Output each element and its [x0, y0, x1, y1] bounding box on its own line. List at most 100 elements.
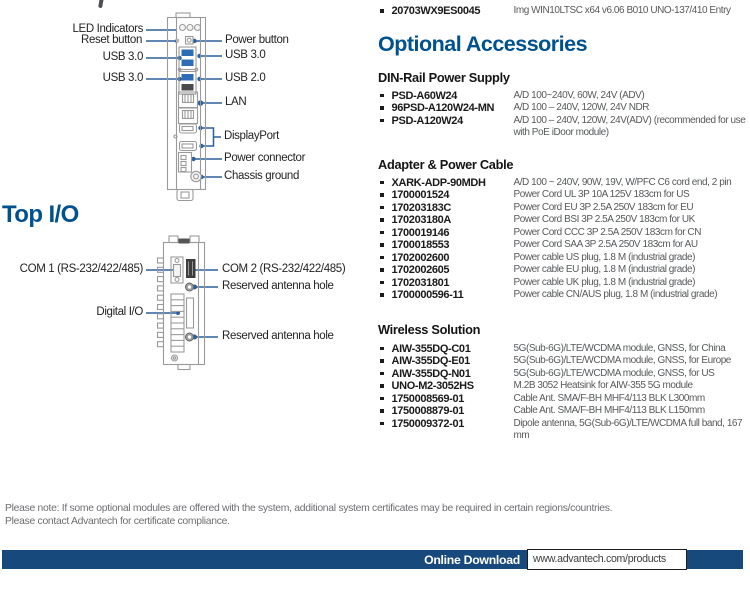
download-url-link[interactable]: www.advantech.com/products [527, 549, 687, 570]
part-number: 1700001524 [391, 189, 450, 201]
label-com1: COM 1 (RS-232/422/485) [19, 263, 144, 275]
bullet-icon [380, 193, 384, 197]
front-io-device-art [146, 12, 222, 202]
part-number: 1702031801 [391, 276, 450, 289]
label-antenna-hole-top: Reserved antenna hole [222, 280, 334, 292]
part-description: Dipole antenna, 5G(Sub-6G)/LTE/WCDMA ful… [513, 417, 743, 442]
displayport-icons [173, 123, 198, 152]
list-item: PSD-A120W24 A/D 100 – 240V, 120W, 24V(ADV… [378, 115, 746, 140]
list-item: 1750008569-01 Cable Ant. SMA/F-BH MHF4/11… [378, 393, 746, 406]
screw-left [177, 67, 182, 72]
part-number: PSD-A60W24 [391, 89, 458, 102]
part-number: 1750008879-01 [391, 405, 465, 417]
part-number: 1700000596-11 [391, 289, 464, 301]
online-download-label: Online Download [424, 552, 520, 567]
com2-connector-icon [186, 259, 196, 278]
label-usb3-left-2: USB 3.0 [102, 72, 144, 84]
led-indicators-icon [178, 23, 202, 32]
label-power-button: Power button [225, 34, 289, 46]
accessories-column: 20703WX9ES0045 Img WIN10LTSC x64 v6.06 B… [378, 5, 746, 443]
part-number: 1702002600 [391, 251, 450, 264]
reset-button-icon [175, 38, 180, 43]
part-number: 1700018553 [391, 239, 450, 251]
bullet-icon [380, 396, 384, 401]
part-number: 96PSD-A120W24-MN [391, 102, 495, 114]
part-description: Cable Ant. SMA/F-BH MHF4/113 BLK L150mm [513, 405, 706, 416]
list-item: AIW-355DQ-N01 5G(Sub-6G)/LTE/WCDMA module… [378, 368, 746, 381]
part-number: PSD-A120W24 [391, 114, 464, 127]
leader-lines [146, 29, 222, 178]
part-description: Img WIN10LTSC x64 v6.06 B010 UNO-137/410… [513, 5, 731, 16]
label-antenna-hole-bottom: Reserved antenna hole [222, 330, 334, 342]
bullet-icon [380, 118, 384, 123]
part-description: A/D 100 – 240V, 120W, 24V(ADV) (recommen… [513, 114, 746, 139]
front-io-diagram: LED Indicators Reset button USB 3.0 USB … [0, 0, 375, 205]
part-description: Power Cord EU 3P 2.5A 250V 183cm for EU [513, 201, 694, 213]
part-description: Power cable CN/AUS plug, 1.8 M (industri… [513, 289, 718, 300]
part-description: 5G(Sub-6G)/LTE/WCDMA module, GNSS, for U… [513, 367, 715, 379]
heatsink-fins [156, 257, 165, 348]
part-number: AIW-355DQ-N01 [391, 367, 471, 380]
device-body [162, 235, 206, 371]
list-item: AIW-355DQ-C01 5G(Sub-6G)/LTE/WCDMA module… [378, 343, 746, 356]
label-com2: COM 2 (RS-232/422/485) [222, 263, 346, 275]
list-item: 20703WX9ES0045 Img WIN10LTSC x64 v6.06 B… [378, 5, 746, 18]
ground-screw-icon [170, 354, 179, 362]
part-number: 1702002605 [391, 264, 450, 276]
bullet-icon [380, 409, 384, 413]
part-number: UNO-M2-3052HS [391, 380, 475, 392]
label-led-indicators: LED Indicators [72, 23, 143, 35]
list-item: 1750008879-01 Cable Ant. SMA/F-BH MHF4/11… [378, 405, 746, 418]
list-item: 1700000596-11 Power cable CN/AUS plug, 1.… [378, 289, 746, 302]
leader-lines [146, 269, 218, 338]
bullet-icon [380, 205, 384, 210]
power-connector-icon [177, 151, 193, 173]
com1-connector-icon [170, 256, 184, 284]
note-line-1: Please note: If some optional modules ar… [5, 503, 613, 514]
list-item: PSD-A60W24 A/D 100~240V, 60W, 24V (ADV) [378, 90, 746, 103]
bullet-icon [380, 371, 384, 376]
bullet-icon [380, 93, 384, 98]
part-description: A/D 100~240V, 60W, 24V (ADV) [513, 89, 645, 101]
part-number: 1750008569-01 [391, 392, 465, 405]
bullet-icon [380, 346, 384, 351]
online-download-bar: Online Download www.advantech.com/produc… [2, 549, 743, 570]
part-description: M.2B 3052 Heatsink for AIW-355 5G module [513, 380, 694, 391]
lan-ports-icon [177, 91, 199, 125]
label-chassis-ground: Chassis ground [224, 170, 300, 182]
bullet-icon [380, 106, 384, 110]
part-description: A/D 100 – 240V, 120W, 24V NDR [513, 102, 650, 113]
section-title-din-rail: DIN-Rail Power Supply [378, 69, 510, 85]
bullet-icon [380, 9, 384, 13]
part-description: Power cable UK plug, 1.8 M (industrial g… [513, 276, 696, 288]
chassis-ground-icon [190, 170, 202, 183]
bullet-icon [380, 230, 384, 235]
part-description: Power Cord UL 3P 10A 125V 183cm for US [513, 189, 690, 200]
part-description: Cable Ant. SMA/F-BH MHF4/113 BLK L300mm [513, 392, 706, 404]
part-number: 170203180A [391, 214, 452, 226]
bullet-icon [380, 384, 384, 388]
label-power-connector: Power connector [224, 152, 306, 164]
list-item: 96PSD-A120W24-MN A/D 100 – 240V, 120W, 24… [378, 102, 746, 115]
part-number: XARK-ADP-90MDH [391, 176, 486, 189]
section-title-wireless: Wireless Solution [378, 321, 481, 337]
section-title-adapter-cable: Adapter & Power Cable [378, 156, 514, 172]
part-description: 5G(Sub-6G)/LTE/WCDMA module, GNSS, for C… [513, 342, 726, 354]
device-body [166, 12, 207, 202]
part-number: 1750009372-01 [391, 417, 465, 430]
list-item: 1700018553 Power Cord SAA 3P 2.5A 250V 18… [378, 239, 746, 252]
list-item: 1750009372-01 Dipole antenna, 5G(Sub-6G)/… [378, 418, 746, 443]
part-number: AIW-355DQ-C01 [391, 342, 471, 355]
bullet-icon [380, 268, 384, 272]
part-number: 170203183C [391, 201, 452, 214]
part-number: 1700019146 [391, 226, 450, 239]
bullet-icon [380, 293, 384, 297]
label-usb3-left-1: USB 3.0 [102, 51, 144, 63]
part-description: Power Cord SAA 3P 2.5A 250V 183cm for AU [513, 239, 699, 250]
